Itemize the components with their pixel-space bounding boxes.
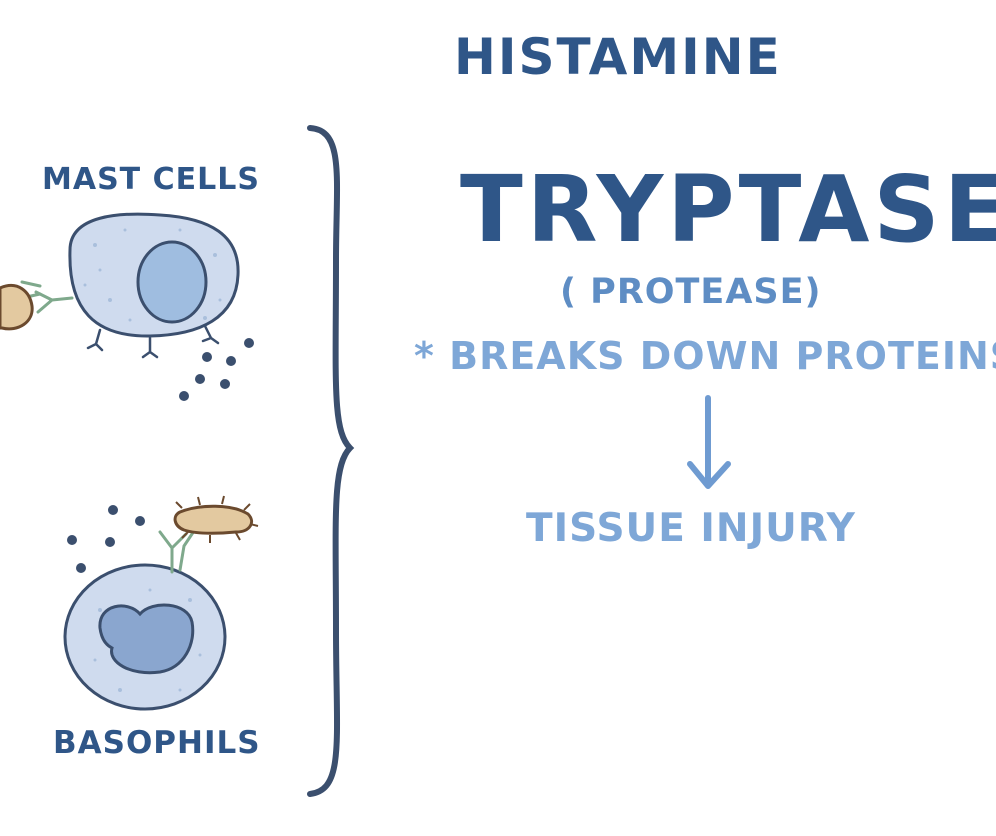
bacterium-icon: [0, 285, 32, 328]
curly-brace: [310, 128, 350, 794]
granule-dot-icon: [67, 505, 145, 573]
bacterium-icon: [175, 496, 258, 543]
mast-cells-label: MAST CELLS: [42, 162, 260, 197]
protease-label: ( PROTEASE): [560, 272, 822, 312]
breaks-down-proteins-label: * BREAKS DOWN PROTEINS: [414, 334, 996, 378]
mast-cell-icon: [70, 214, 238, 357]
basophils-label: BASOPHILS: [53, 725, 261, 761]
arrow-down-icon: [690, 398, 728, 486]
histamine-label: HISTAMINE: [454, 28, 782, 86]
granule-dot-icon: [179, 338, 254, 401]
antibody-icon: [160, 528, 196, 572]
basophil-icon: [65, 565, 225, 709]
tryptase-title: TRYPTASE: [460, 156, 996, 263]
tissue-injury-label: TISSUE INJURY: [526, 506, 856, 551]
